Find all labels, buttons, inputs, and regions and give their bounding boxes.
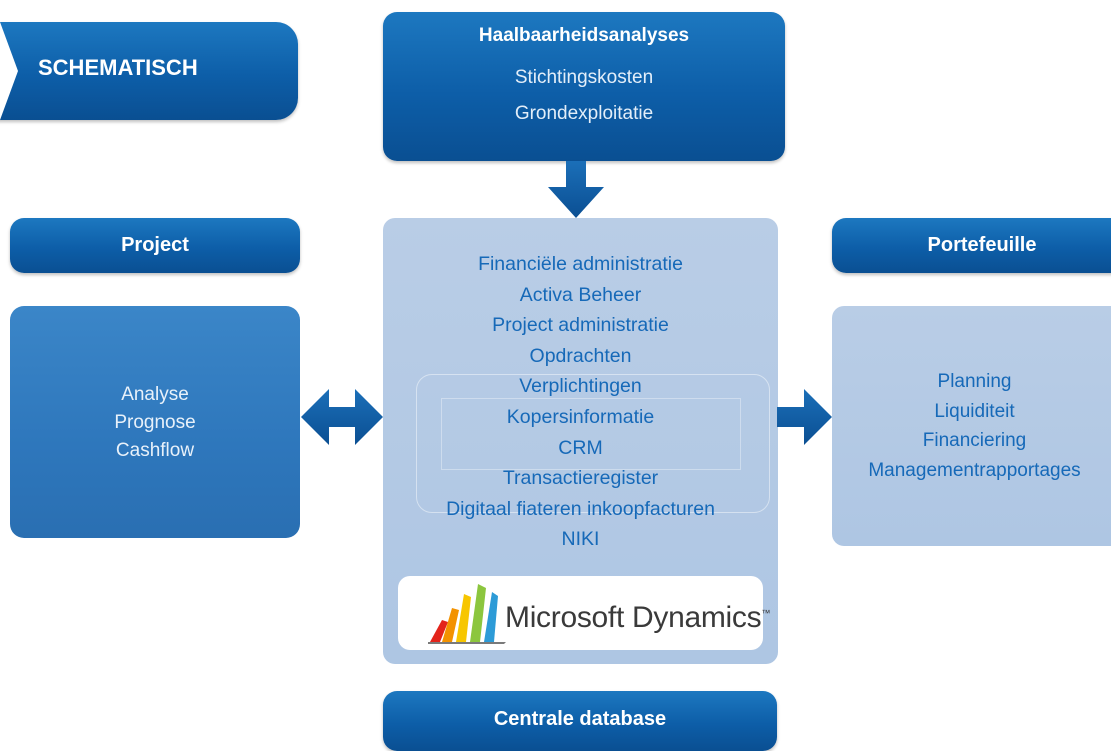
microsoft-dynamics-wordmark: Microsoft Dynamics™ [505,601,770,635]
arrow-down-icon [548,161,604,218]
portefeuille-list: Planning Liquiditeit Financiering Manage… [832,367,1111,485]
core-item: Verplichtingen [383,371,778,402]
project-panel: Analyse Prognose Cashflow [10,306,300,538]
schematisch-tab: SCHEMATISCH [0,22,298,120]
portefeuille-panel: Planning Liquiditeit Financiering Manage… [832,306,1111,546]
portefeuille-header: Portefeuille [832,218,1111,273]
project-header: Project [10,218,300,273]
core-panel: Financiële administratie Activa Beheer P… [383,218,778,664]
core-item: Kopersinformatie [383,402,778,433]
arrow-right-icon [777,389,832,445]
project-title: Project [121,234,189,256]
core-item: Financiële administratie [383,249,778,280]
centrale-title: Centrale database [494,708,666,730]
core-item: Digitaal fiateren inkoopfacturen [383,494,778,525]
portefeuille-item: Liquiditeit [832,397,1111,427]
haalbaarheid-list: Stichtingskosten Grondexploitatie [383,60,785,132]
project-item: Analyse [10,381,300,409]
portefeuille-title: Portefeuille [840,218,1111,273]
project-list: Analyse Prognose Cashflow [10,381,300,465]
microsoft-dynamics-logo: Microsoft Dynamics™ [398,576,763,650]
haalbaarheid-box: Haalbaarheidsanalyses Stichtingskosten G… [383,12,785,161]
core-list: Financiële administratie Activa Beheer P… [383,249,778,555]
centrale-database-box: Centrale database [383,691,777,751]
core-item: NIKI [383,524,778,555]
core-item: Activa Beheer [383,280,778,311]
dynamics-logo-icon [428,582,508,644]
portefeuille-item: Managementrapportages [832,456,1111,486]
double-arrow-icon [301,389,383,445]
haalbaarheid-title: Haalbaarheidsanalyses [383,25,785,47]
project-item: Cashflow [10,437,300,465]
core-item: Project administratie [383,310,778,341]
haalbaarheid-item: Grondexploitatie [383,96,785,132]
core-item: Opdrachten [383,341,778,372]
portefeuille-item: Financiering [832,426,1111,456]
core-item: CRM [383,433,778,464]
schematisch-label: SCHEMATISCH [38,55,198,81]
portefeuille-item: Planning [832,367,1111,397]
chevron-notch [0,22,18,120]
haalbaarheid-item: Stichtingskosten [383,60,785,96]
project-item: Prognose [10,409,300,437]
core-item: Transactieregister [383,463,778,494]
